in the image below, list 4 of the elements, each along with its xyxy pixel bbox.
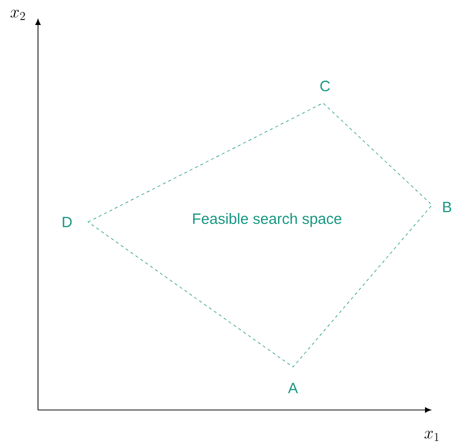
axis-label: $x_1$: [424, 430, 439, 441]
axis-label: $x_2$: [10, 10, 25, 20]
vertex-label: A: [288, 382, 298, 394]
vertex-label: D: [62, 216, 72, 228]
